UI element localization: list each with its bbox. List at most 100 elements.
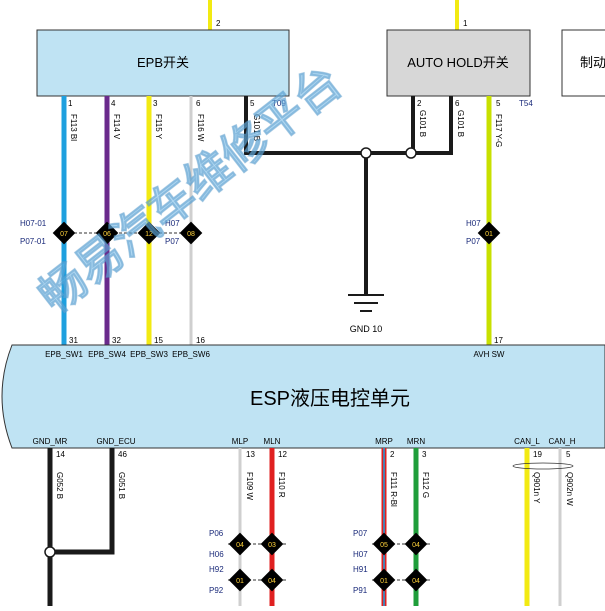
inline-pin-diamond: 08 xyxy=(179,221,203,245)
autohold-pin-5: 5 xyxy=(496,99,501,108)
epb-pin-6: 6 xyxy=(196,99,201,108)
autohold-pin-6: 6 xyxy=(455,99,460,108)
esp-signal-mlp: MLP xyxy=(232,437,248,446)
lower-right-label-p91: P91 xyxy=(353,586,368,595)
inline-pin-01: 01 xyxy=(485,231,493,238)
splice-point xyxy=(44,546,56,558)
lower-pin: 01 xyxy=(236,578,244,585)
wire-label-f115: F115 Y xyxy=(154,114,163,140)
brake-switch-label: 制动 xyxy=(580,55,605,70)
inline-pin-12: 12 xyxy=(145,231,153,238)
wire-label-f116: F116 W xyxy=(196,114,205,142)
epb-switch-box xyxy=(36,29,290,97)
esp-pin-31: 31 xyxy=(69,336,78,345)
wire-label-f110: F110 R xyxy=(277,472,286,498)
esp-signal-gnd-mr: GND_MR xyxy=(33,437,68,446)
esp-pin-32: 32 xyxy=(112,336,121,345)
esp-pin-3: 3 xyxy=(422,450,427,459)
esp-signal-epb-sw4: EPB_SW4 xyxy=(88,350,126,359)
esp-signal-gnd-ecu: GND_ECU xyxy=(96,437,135,446)
epb-pin-1: 1 xyxy=(68,99,73,108)
epb-pin-3: 3 xyxy=(153,99,158,108)
esp-signal-epb-sw6: EPB_SW6 xyxy=(172,350,210,359)
esp-unit-label: ESP液压电控单元 xyxy=(250,387,410,410)
inline-pin-diamond: 01 xyxy=(477,221,501,245)
wire-label-g051: G051 B xyxy=(117,472,126,499)
lower-left-label-h92: H92 xyxy=(209,565,224,574)
lower-pin: 05 xyxy=(380,542,388,549)
connector-t54: T54 xyxy=(519,99,533,108)
brake-switch-box xyxy=(561,29,605,97)
esp-pin-5: 5 xyxy=(566,450,571,459)
lower-pin: 01 xyxy=(380,578,388,585)
wire-g101-ah2 xyxy=(411,96,453,155)
inline-pin-diamond: 12 xyxy=(137,221,161,245)
lower-right-label-h91: H91 xyxy=(353,565,368,574)
splice-point xyxy=(405,147,417,159)
wire-label-g101-ah2: G101 B xyxy=(456,110,465,137)
autohold-switch-label: AUTO HOLD开关 xyxy=(407,55,509,70)
wire-label-f114: F114 V xyxy=(112,114,121,140)
lower-pin: 04 xyxy=(268,578,276,585)
wire-label-f111: F111 R-Bl xyxy=(389,472,398,507)
esp-pin-14: 14 xyxy=(56,450,65,459)
esp-pin-17: 17 xyxy=(494,336,503,345)
inline-pin-diamond: 04 xyxy=(260,568,284,592)
wire-label-q901n: Q901n Y xyxy=(532,472,541,504)
autohold-top-pin: 1 xyxy=(463,19,468,28)
inline-pin-diamond: 04 xyxy=(404,568,428,592)
epb-pin-4: 4 xyxy=(111,99,116,108)
esp-pin-16: 16 xyxy=(196,336,205,345)
wire-label-g101-ah1: G101 B xyxy=(418,110,427,137)
esp-pin-13: 13 xyxy=(246,450,255,459)
esp-unit-box xyxy=(1,344,605,449)
epb-pin-5: 5 xyxy=(250,99,255,108)
lower-pin: 03 xyxy=(268,542,276,549)
lower-left-label-p06: P06 xyxy=(209,529,224,538)
splice-point xyxy=(360,147,372,159)
inline-pin-06: 06 xyxy=(103,231,111,238)
wire-label-g052: G052 B xyxy=(55,472,64,499)
ground-label: GND 10 xyxy=(350,324,383,334)
esp-pin-12: 12 xyxy=(278,450,287,459)
autohold-pin-2: 2 xyxy=(417,99,422,108)
wire-label-f113: F113 Bl xyxy=(69,114,78,141)
inline-left-top: H07-01 xyxy=(20,219,47,228)
wire-label-q902n: Q902n W xyxy=(565,472,574,506)
autohold-switch-box xyxy=(386,29,531,97)
lower-pin: 04 xyxy=(412,578,420,585)
lower-right-label-h07: H07 xyxy=(353,550,368,559)
lower-left-label-h06: H06 xyxy=(209,550,224,559)
esp-signal-avh-sw: AVH SW xyxy=(474,350,505,359)
inline-pin-diamond: 01 xyxy=(228,568,252,592)
lower-left-label-p92: P92 xyxy=(209,586,224,595)
wire-g051 xyxy=(50,448,115,555)
connector-t09: T09 xyxy=(272,99,286,108)
epb-top-pin: 2 xyxy=(216,19,221,28)
esp-signal-mrp: MRP xyxy=(375,437,393,446)
esp-pin-19: 19 xyxy=(533,450,542,459)
inline-pin-08: 08 xyxy=(187,231,195,238)
wire-label-f112: F112 G xyxy=(421,472,430,498)
inline-pin-diamond: 05 xyxy=(372,532,396,556)
inline-pin-diamond: 07 xyxy=(52,221,76,245)
lower-pin: 04 xyxy=(236,542,244,549)
inline-mid-bottom: P07 xyxy=(165,237,180,246)
lower-pin: 04 xyxy=(412,542,420,549)
esp-pin-15: 15 xyxy=(154,336,163,345)
inline-mid-top: H07 xyxy=(165,219,180,228)
esp-signal-can-h: CAN_H xyxy=(548,437,575,446)
lower-right-label-p07: P07 xyxy=(353,529,368,538)
inline-pin-diamond: 04 xyxy=(228,532,252,556)
inline-pin-diamond: 04 xyxy=(404,532,428,556)
esp-pin-2: 2 xyxy=(390,450,395,459)
wire-label-f109: F109 W xyxy=(245,472,254,500)
inline-right-top: H07 xyxy=(466,219,481,228)
esp-signal-epb-sw3: EPB_SW3 xyxy=(130,350,168,359)
inline-pin-diamond: 01 xyxy=(372,568,396,592)
epb-switch-label: EPB开关 xyxy=(137,55,189,70)
esp-signal-mln: MLN xyxy=(264,437,281,446)
twisted-pair-symbol xyxy=(512,462,574,470)
